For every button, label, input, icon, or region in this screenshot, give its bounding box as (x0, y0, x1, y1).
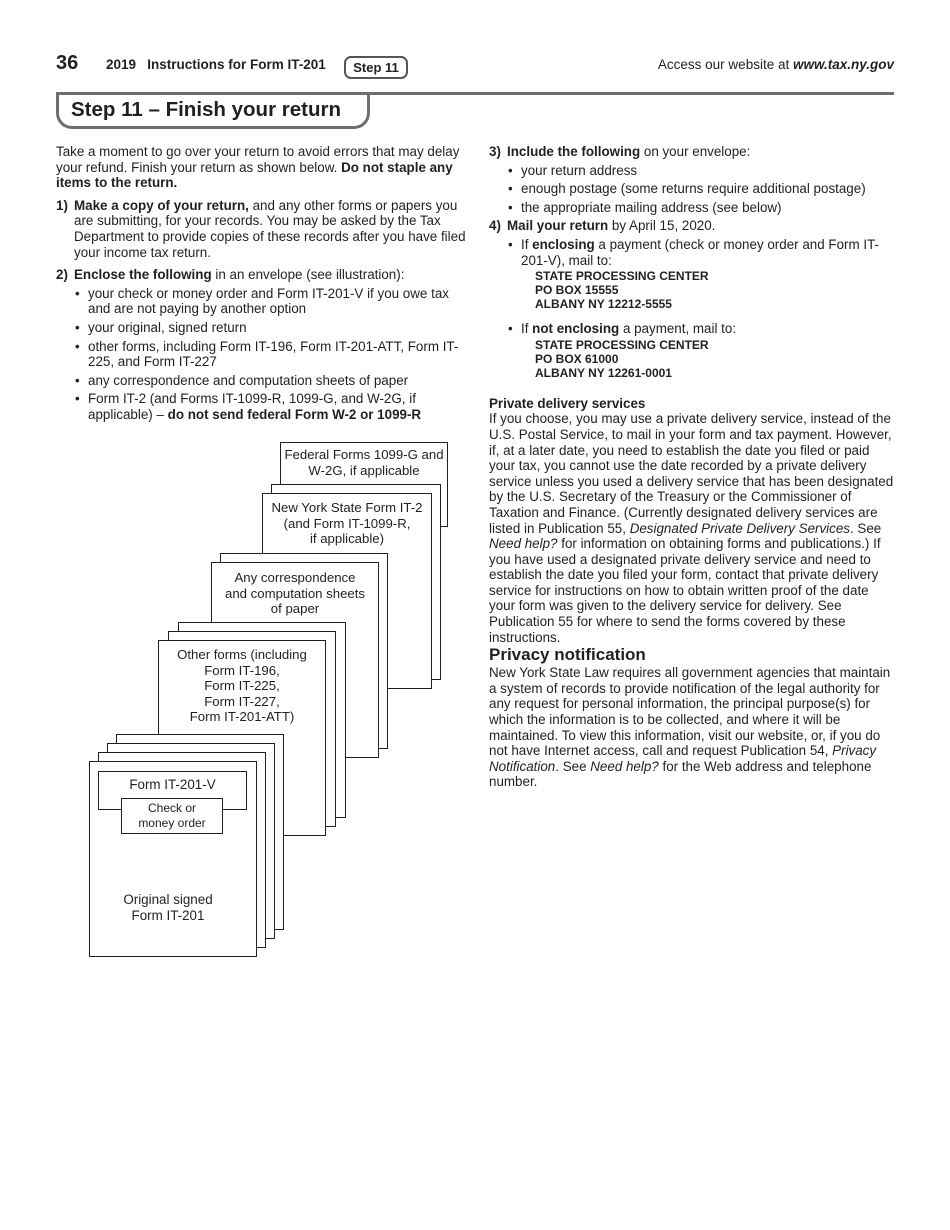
list-item: If not enclosing a payment, mail to: STA… (507, 321, 897, 380)
list-item: enough postage (some returns require add… (507, 181, 897, 197)
list-item: your original, signed return (74, 320, 468, 336)
header-rule (56, 92, 894, 95)
item-bold: Enclose the following (74, 267, 212, 283)
intro-text: Take a moment to go over your return to … (56, 144, 460, 175)
website-prefix: Access our website at (657, 57, 793, 72)
item-number: 4) (489, 218, 501, 234)
list-item: other forms, including Form IT-196, Form… (74, 339, 468, 370)
mailing-list: If enclosing a payment (check or money o… (489, 237, 897, 380)
step-heading-box: Step 11 – Finish your return (56, 93, 370, 129)
privacy-paragraph: New York State Law requires all governme… (489, 665, 891, 790)
step-item-2: 2) Enclose the following in an envelope (… (56, 267, 468, 283)
item-bold: Make a copy of your return, (74, 197, 249, 213)
document-title: 2019 Instructions for Form IT-201 (106, 57, 326, 72)
item-text: in an envelope (see illustration): (211, 267, 405, 283)
list-item: the appropriate mailing address (see bel… (507, 200, 897, 216)
item-bold: Mail your return (507, 218, 609, 234)
step-item-1: 1) Make a copy of your return, and any ot… (56, 198, 468, 260)
item-bold: Include the following (507, 144, 641, 159)
check-box (121, 798, 223, 834)
item-text: by April 15, 2020. (608, 218, 716, 234)
ny-form-it2-label: New York State Form IT-2(and Form IT-109… (271, 500, 423, 547)
list-item: If enclosing a payment (check or money o… (507, 237, 897, 311)
private-delivery-paragraph: If you choose, you may use a private del… (489, 411, 894, 645)
step-item-4: 4) Mail your return by April 15, 2020. (489, 218, 897, 234)
intro-bold: Do not staple any items to the return. (56, 159, 453, 191)
federal-forms-label: Federal Forms 1099-G and W-2G, if applic… (284, 447, 444, 478)
step-tab: Step 11 (344, 56, 408, 79)
step-item-3: 3) Include the following on your envelope… (489, 144, 897, 160)
step-heading: Step 11 – Finish your return (71, 98, 341, 121)
private-delivery-heading: Private delivery services (489, 395, 646, 411)
list-item-text: Form IT-2 (and Forms IT-1099-R, 1099-G, … (88, 391, 416, 422)
item-number: 3) (489, 144, 501, 159)
item-number: 2) (56, 267, 68, 283)
list-item: Form IT-2 (and Forms IT-1099-R, 1099-G, … (74, 391, 468, 422)
enclose-list: your check or money order and Form IT-20… (56, 286, 468, 423)
list-item: your check or money order and Form IT-20… (74, 286, 468, 317)
item-text: and any other forms or papers you are su… (74, 197, 466, 260)
website-link[interactable]: www.tax.ny.gov (792, 57, 894, 72)
envelope-list: your return address enough postage (some… (489, 163, 897, 216)
website-line: Access our website at www.tax.ny.gov (658, 57, 894, 72)
right-column: 3) Include the following on your envelope… (489, 144, 897, 790)
list-item-bold: do not send federal Form W-2 or 1099-R (167, 406, 422, 422)
form-it201v-label: Form IT-201-V (129, 777, 216, 792)
page-number: 36 (56, 52, 79, 74)
privacy-heading: Privacy notification (489, 645, 646, 665)
intro-paragraph: Take a moment to go over your return to … (56, 144, 468, 191)
item-text: on your envelope: (640, 144, 751, 159)
left-column: Take a moment to go over your return to … (56, 144, 468, 426)
list-item: any correspondence and computation sheet… (74, 373, 468, 389)
item-number: 1) (56, 197, 68, 213)
list-item: your return address (507, 163, 897, 179)
